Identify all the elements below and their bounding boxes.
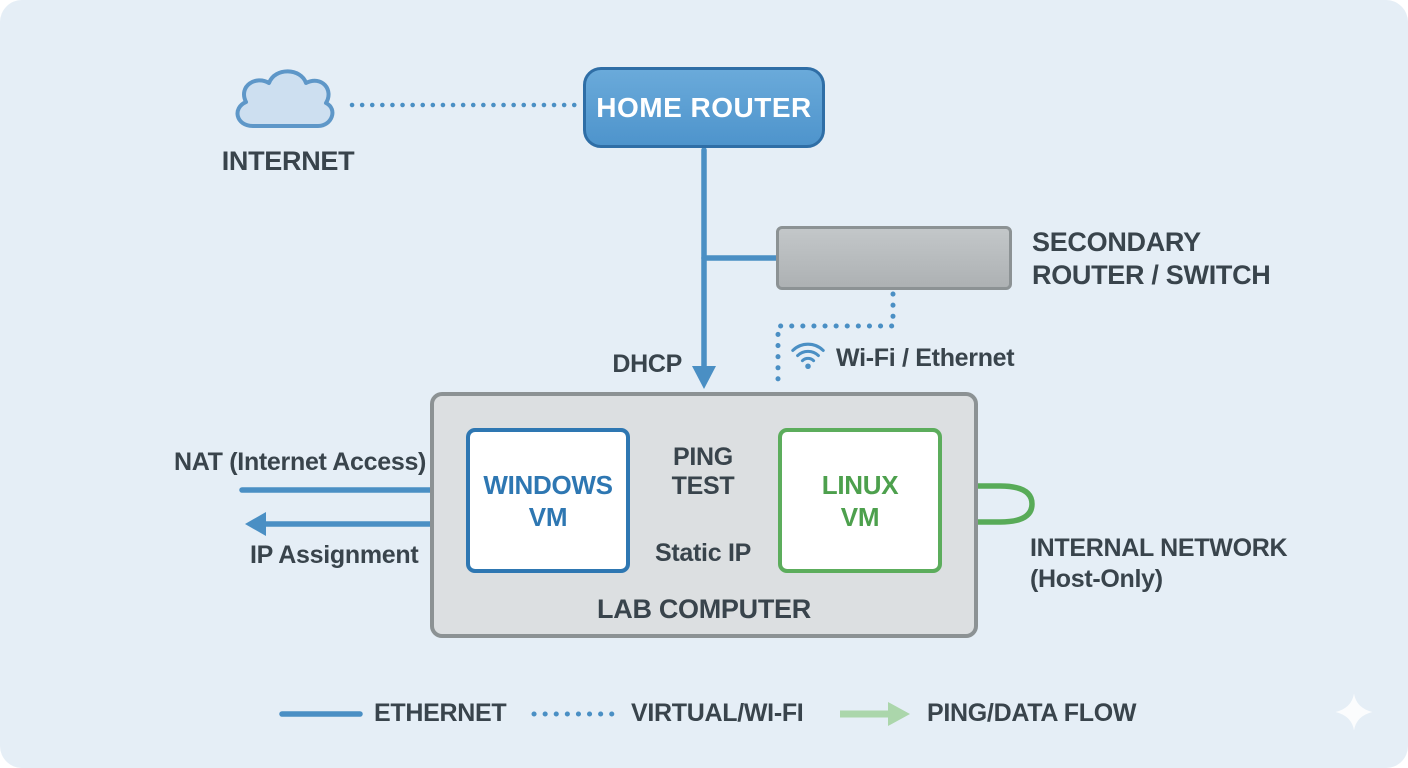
linux-vm-node: LINUX VM [778,428,942,573]
static-ip-label: Static IP [655,539,751,567]
windows-vm-node: WINDOWS VM [466,428,630,573]
ping-test-label: PING TEST [671,443,735,500]
lab-computer-label: LAB COMPUTER [597,594,811,624]
secondary-router-node [776,226,1012,290]
secondary-router-label: SECONDARY ROUTER / SWITCH [1032,227,1271,290]
legend-ping-arrow [840,702,910,726]
right-arrowhead [888,702,910,726]
internet-cloud-icon [235,69,335,128]
edge-ip-assignment-arrow [245,512,433,536]
dhcp-label: DHCP [612,350,682,378]
edge-secondary-router-to-lab-dotted [775,291,896,391]
nat-label: NAT (Internet Access) [174,448,427,476]
home-router-node: HOME ROUTER [583,67,825,148]
legend-ping-data-flow-label: PING/DATA FLOW [927,699,1137,727]
left-arrowhead [245,512,266,536]
edge-home-router-to-lab-ethernet [692,147,716,389]
down-arrowhead [692,366,716,389]
wifi-ethernet-label: Wi-Fi / Ethernet [836,344,1015,372]
internet-label: INTERNET [221,146,355,176]
internal-network-label: INTERNAL NETWORK (Host-Only) [1030,534,1288,593]
legend-ethernet-label: ETHERNET [374,699,507,727]
wifi-icon [791,342,825,370]
ip-assignment-label: IP Assignment [250,541,419,569]
sparkle-icon [1335,693,1373,731]
legend-virtual-wifi-label: VIRTUAL/WI-FI [631,699,804,727]
